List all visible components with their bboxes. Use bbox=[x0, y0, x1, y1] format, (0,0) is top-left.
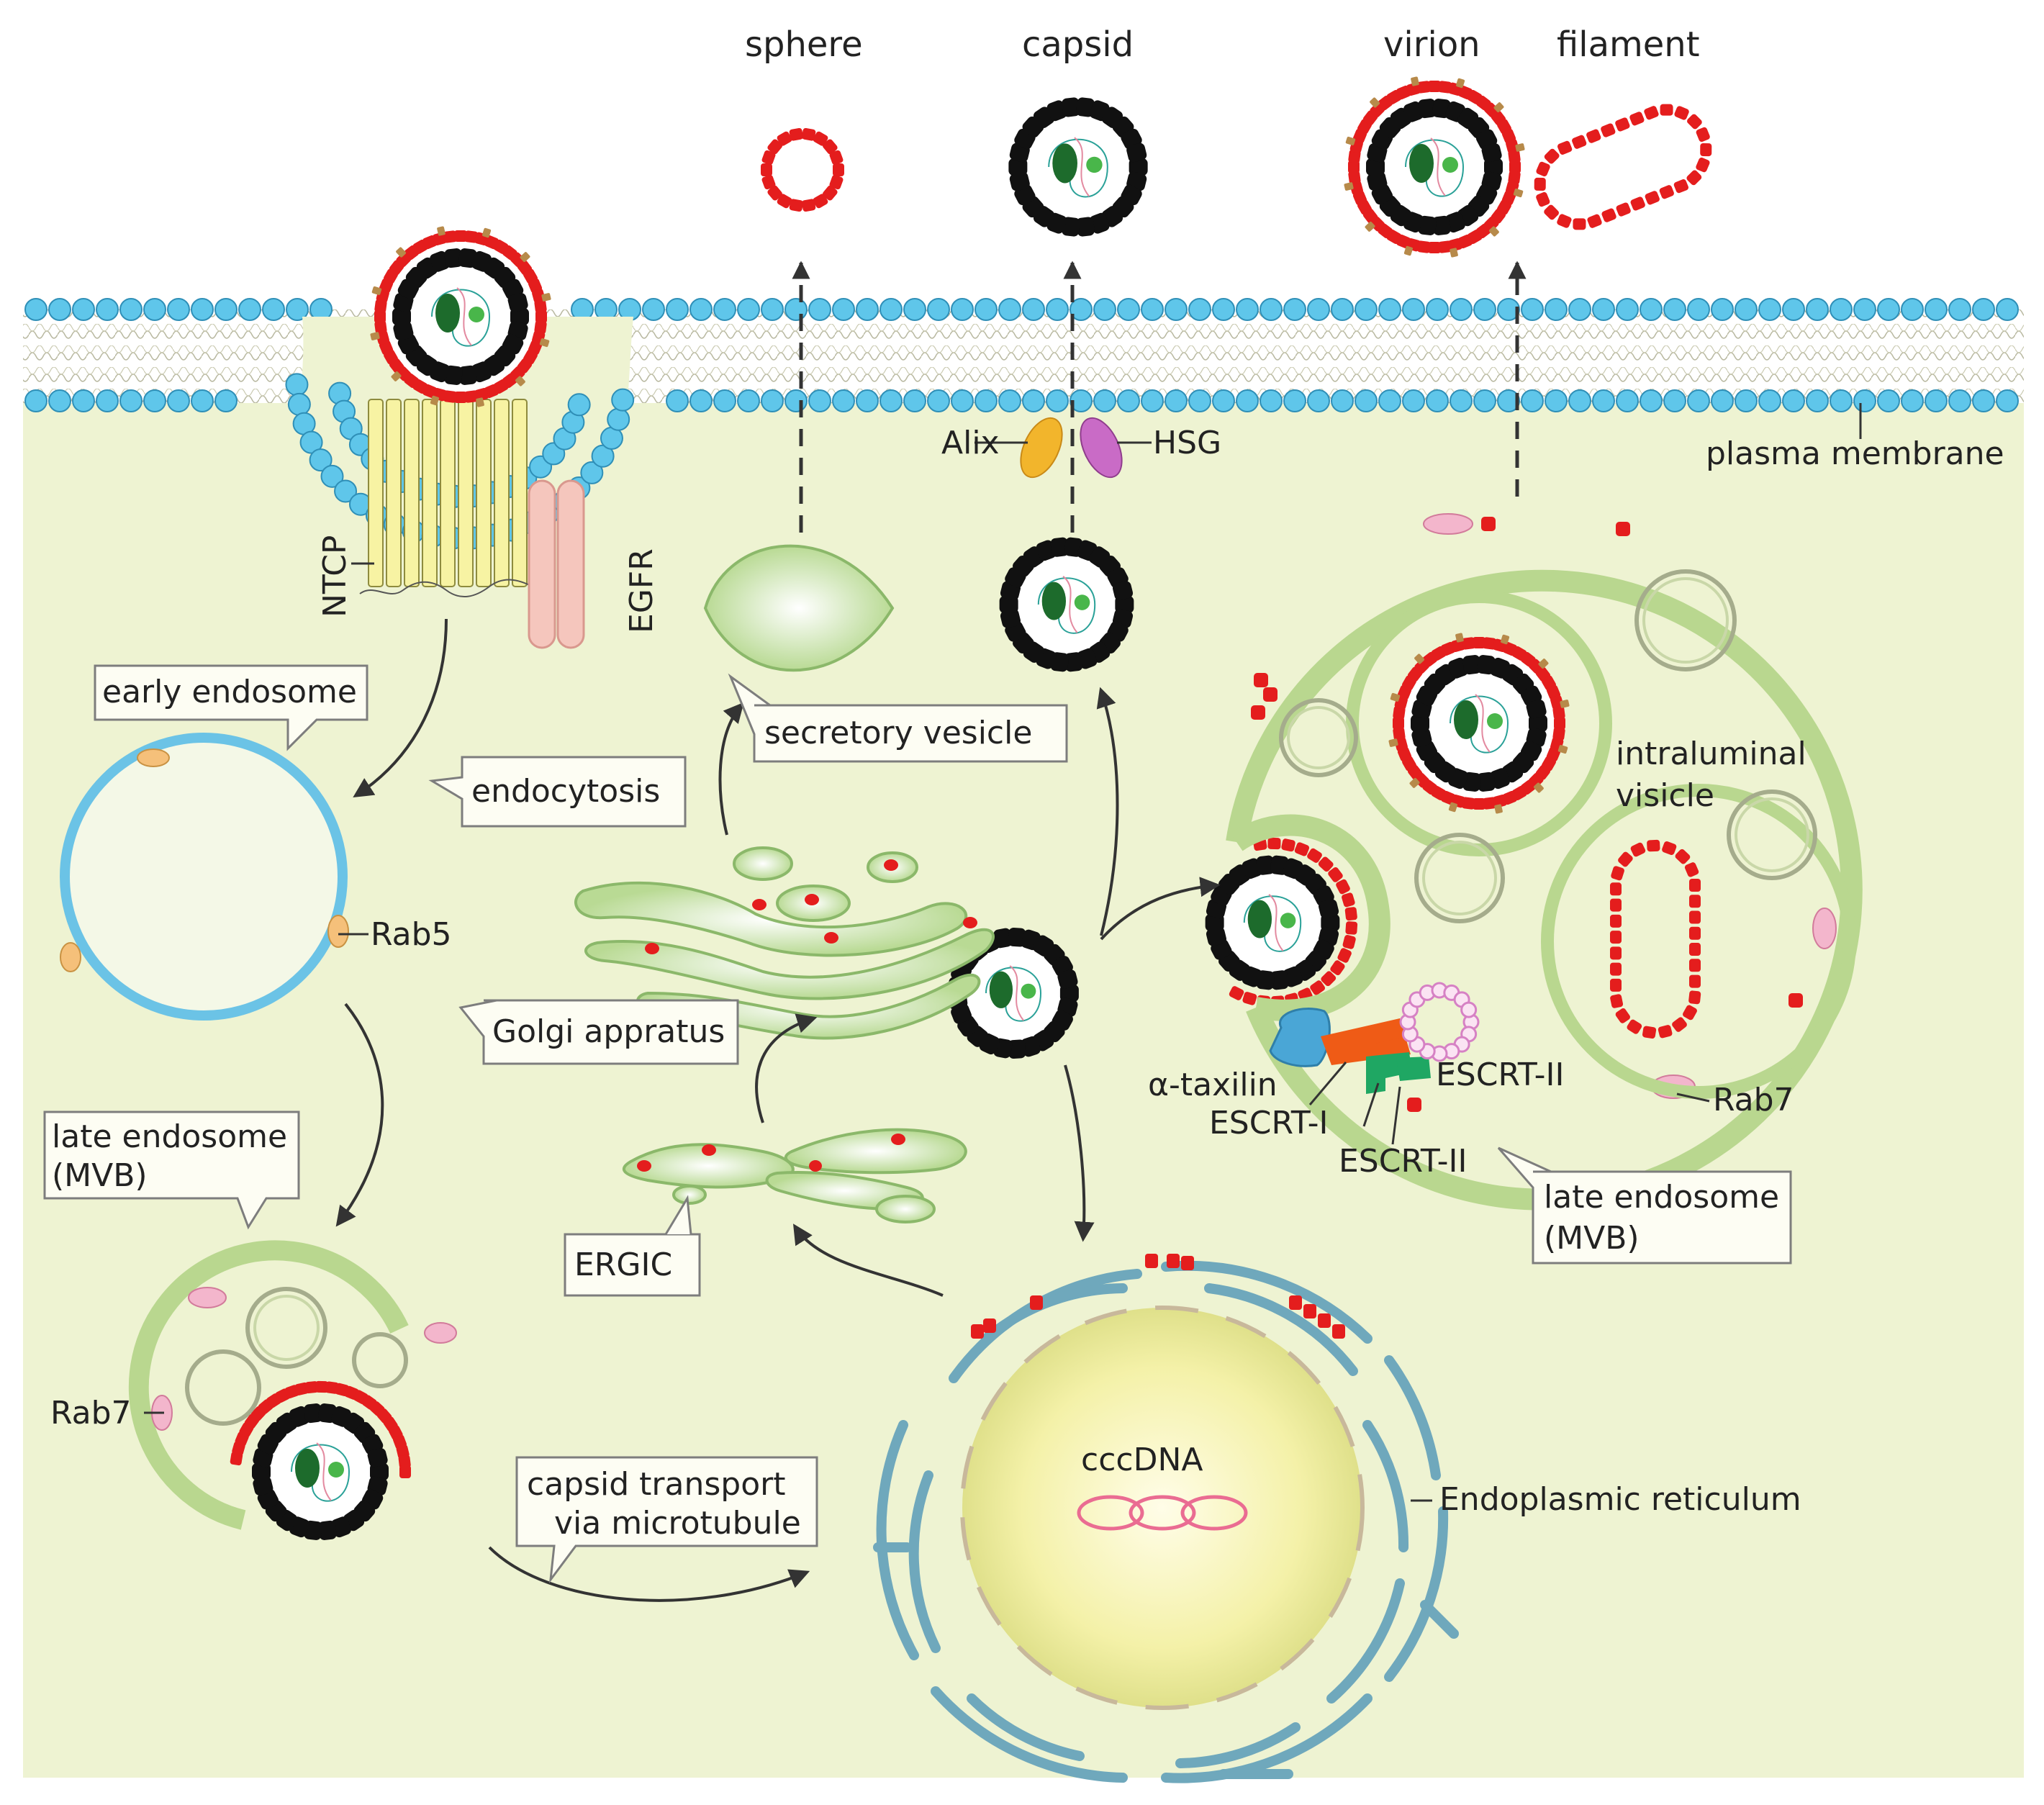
callout-secretory-vesicle: secretory vesicle bbox=[728, 673, 1068, 763]
cccdna-label: cccDNA bbox=[1081, 1442, 1203, 1478]
alix-label: Alix bbox=[941, 425, 1000, 461]
plasma-membrane-label: plasma membrane bbox=[1706, 435, 2004, 472]
filament-in-mvb bbox=[1610, 839, 1701, 1039]
escrt-complex bbox=[1269, 982, 1480, 1094]
capsid-budding bbox=[1205, 855, 1340, 990]
callout-capsid-transport: capsid transport via microtubule bbox=[515, 1456, 818, 1584]
er-label: Endoplasmic reticulum bbox=[1439, 1481, 1801, 1518]
pathway-arrows bbox=[335, 618, 1221, 1602]
alix-protein bbox=[1020, 417, 1063, 479]
golgi-label: Golgi appratus bbox=[492, 1013, 725, 1050]
rab7-left-label: Rab7 bbox=[50, 1395, 132, 1431]
callout-ergic: ERGIC bbox=[564, 1195, 701, 1297]
nucleus bbox=[960, 1306, 1365, 1710]
secretory-vesicle-label: secretory vesicle bbox=[764, 715, 1032, 751]
late-endosome-left-label-2: (MVB) bbox=[52, 1157, 148, 1194]
er-surface-proteins bbox=[971, 1254, 1345, 1339]
virion-label: virion bbox=[1383, 24, 1480, 65]
late-endosome-right-label-2: (MVB) bbox=[1544, 1220, 1640, 1257]
sphere-label: sphere bbox=[745, 24, 863, 65]
ntcp-label: NTCP bbox=[317, 535, 353, 618]
early-endosome-label: early endosome bbox=[102, 674, 357, 710]
callout-early-endosome: early endosome bbox=[94, 664, 368, 751]
callout-golgi: Golgi appratus bbox=[458, 999, 739, 1065]
rab7-right-label: Rab7 bbox=[1713, 1082, 1794, 1118]
late-endosome-left bbox=[128, 1240, 457, 1530]
virion-entering bbox=[370, 226, 551, 407]
leader-lines bbox=[144, 403, 1862, 1502]
capsid-released bbox=[1008, 97, 1148, 237]
egfr-receptor bbox=[528, 479, 585, 649]
intraluminal-label-1: intraluminal bbox=[1616, 736, 1806, 772]
sphere-released bbox=[761, 127, 844, 212]
hsg-protein bbox=[1080, 417, 1123, 479]
callout-endocytosis: endocytosis bbox=[428, 756, 687, 828]
filament-released bbox=[1534, 104, 1712, 230]
early-endosome bbox=[60, 733, 349, 1021]
escrt-ii-bottom-label: ESCRT-II bbox=[1339, 1143, 1468, 1180]
escrt-ii-top-label: ESCRT-II bbox=[1436, 1057, 1565, 1093]
secretory-vesicle bbox=[703, 544, 895, 672]
callout-late-endosome-right: late endosome (MVB) bbox=[1497, 1146, 1792, 1265]
callout-late-endosome-left: late endosome (MVB) bbox=[43, 1110, 300, 1230]
budding-envelope bbox=[1229, 837, 1358, 1008]
late-endosome-right bbox=[1226, 513, 1863, 1211]
ergic-label: ERGIC bbox=[574, 1247, 672, 1283]
endoplasmic-reticulum bbox=[873, 1260, 1459, 1783]
capsid-transport-label-2: via microtubule bbox=[554, 1505, 801, 1542]
egfr-label: EGFR bbox=[623, 548, 660, 633]
virion-in-mvb bbox=[1388, 633, 1570, 814]
late-endosome-right-label-1: late endosome bbox=[1544, 1179, 1779, 1216]
virion-released bbox=[1344, 76, 1525, 258]
escrt-i-label: ESCRT-I bbox=[1209, 1105, 1329, 1141]
late-endosome-left-label-1: late endosome bbox=[52, 1118, 287, 1155]
virion-late-endosome-left bbox=[230, 1380, 411, 1540]
ntcp-receptor bbox=[359, 399, 533, 598]
intraluminal-label-2: visicle bbox=[1616, 777, 1714, 814]
cccdna-icon bbox=[1077, 1495, 1248, 1531]
capsid-near-membrane bbox=[999, 537, 1134, 672]
capsid-label: capsid bbox=[1022, 24, 1134, 65]
rab5-label: Rab5 bbox=[371, 916, 452, 953]
filament-label: filament bbox=[1557, 24, 1700, 65]
endocytosis-label: endocytosis bbox=[471, 773, 660, 810]
plasma-membrane bbox=[23, 298, 2024, 550]
ergic bbox=[622, 1128, 967, 1223]
capsid-transport-label-1: capsid transport bbox=[527, 1466, 785, 1503]
a-taxilin-label: α-taxilin bbox=[1148, 1067, 1278, 1103]
hsg-label: HSG bbox=[1153, 425, 1221, 461]
secretion-arrows bbox=[792, 261, 1527, 533]
